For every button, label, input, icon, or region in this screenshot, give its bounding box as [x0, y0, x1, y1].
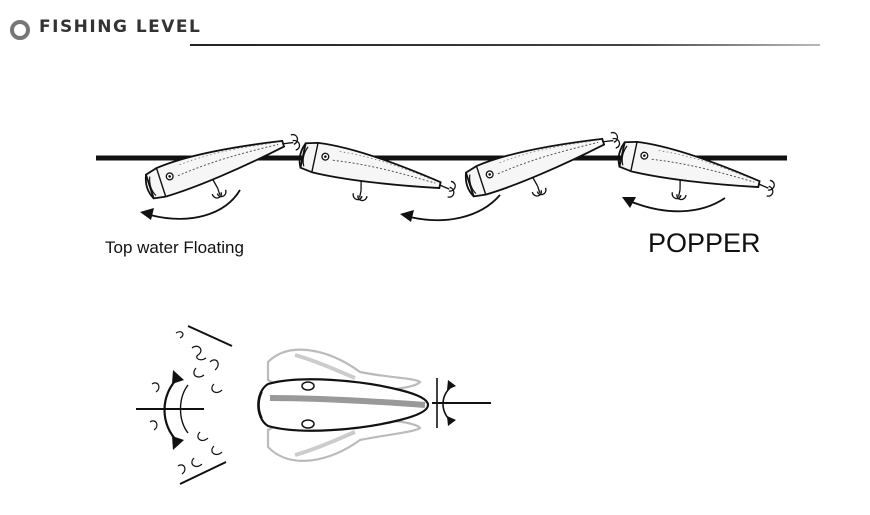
caption-lure-type: POPPER	[648, 228, 761, 258]
popper-top-view	[257, 348, 430, 462]
water-splash	[149, 331, 223, 475]
motion-arrow	[622, 197, 726, 213]
section-title: FISHING LEVEL	[39, 17, 202, 37]
header-divider	[190, 44, 820, 46]
popper-lure	[611, 137, 779, 219]
popper-lure	[292, 138, 460, 220]
caption-top-water-floating: Top water Floating	[105, 238, 244, 257]
popper-lure	[141, 122, 309, 219]
motion-arrow	[140, 189, 241, 220]
rotation-indicator-rear	[432, 378, 491, 428]
ring-bullet-icon	[10, 20, 30, 40]
rotation-indicator-front	[136, 325, 233, 485]
popper-lure	[461, 120, 629, 217]
section-header: FISHING LEVEL	[10, 14, 820, 48]
motion-arrow	[400, 194, 501, 222]
